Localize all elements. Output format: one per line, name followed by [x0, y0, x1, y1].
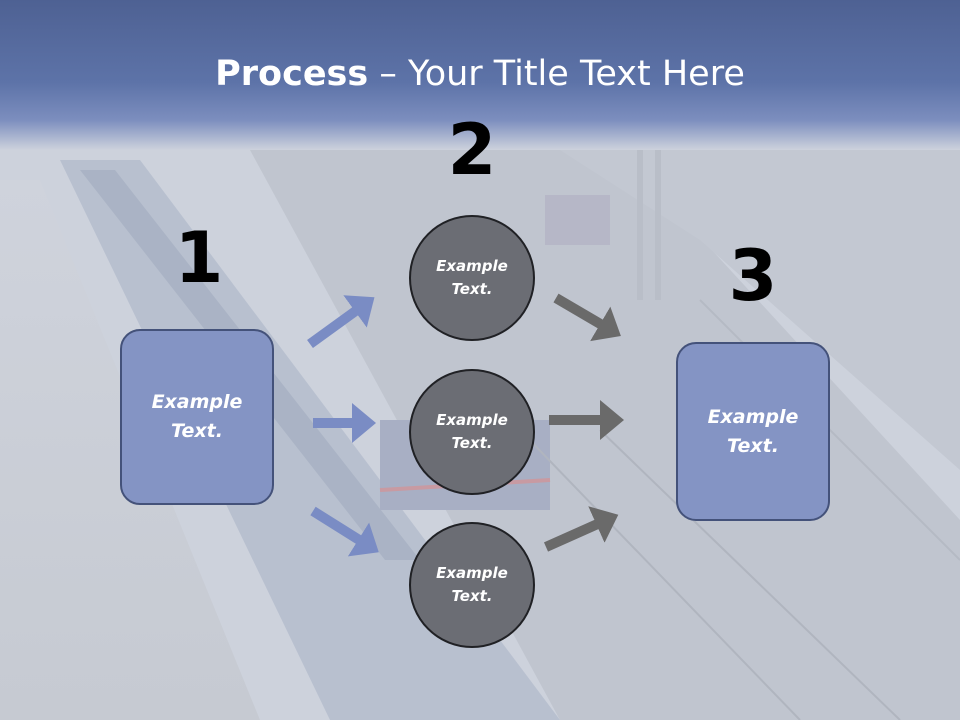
step-3-text-line2: Text.	[727, 434, 779, 457]
title-band	[0, 0, 960, 150]
circle-middle-text-line1: Example	[436, 411, 508, 429]
step-number-3: 3	[728, 235, 778, 317]
step-number-1: 1	[174, 217, 224, 299]
slide-title: Process – Your Title Text Here	[0, 52, 960, 96]
circle-bottom: Example Text.	[409, 522, 535, 648]
step-number-2: 2	[447, 109, 497, 191]
arrow-1-to-circle-bottom	[310, 506, 379, 557]
title-bold: Process	[215, 54, 369, 94]
title-rest: – Your Title Text Here	[368, 54, 745, 94]
arrow-1-to-circle-top	[307, 295, 375, 349]
step-1-text-line1: Example	[151, 391, 243, 413]
step-3-text-line1: Example	[707, 405, 799, 428]
step-1-text-line2: Text.	[171, 420, 223, 442]
circle-middle-text-line2: Text.	[451, 434, 493, 452]
circle-bottom-text-line2: Text.	[451, 587, 493, 605]
circle-bottom-text-line1: Example	[436, 564, 508, 582]
circle-middle: Example Text.	[409, 369, 535, 495]
arrow-circle-bottom-to-3	[543, 506, 619, 552]
step-1-box: Example Text.	[120, 329, 274, 505]
circle-top-text-line2: Text.	[451, 280, 493, 298]
step-3-box: Example Text.	[676, 342, 830, 521]
circle-top: Example Text.	[409, 215, 535, 341]
circle-top-text-line1: Example	[436, 257, 508, 275]
arrow-circle-top-to-3	[553, 293, 621, 342]
